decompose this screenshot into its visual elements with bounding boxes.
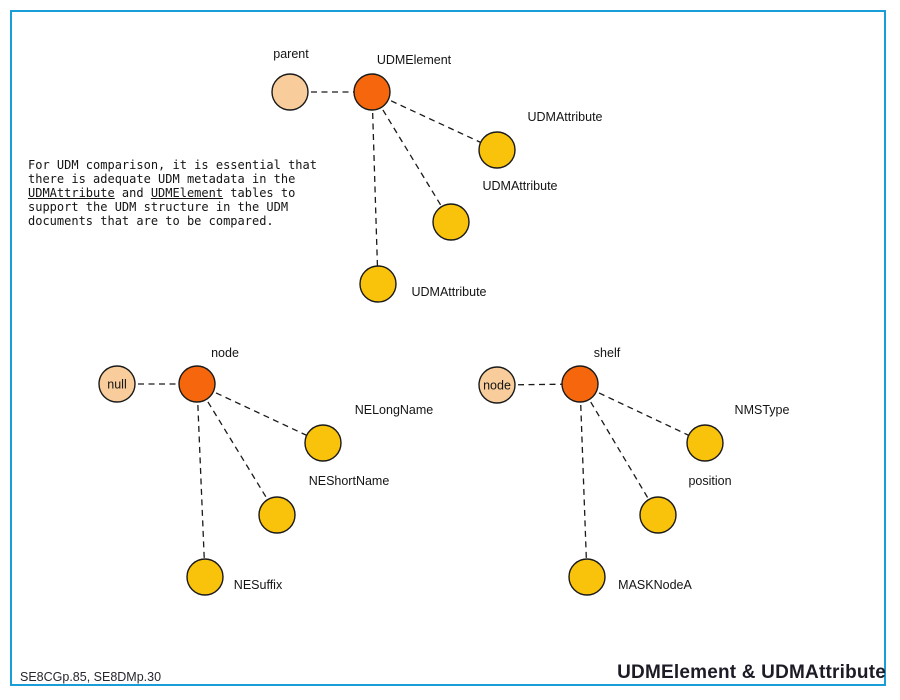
description-text: For UDM comparison, it is essential that…: [28, 158, 317, 228]
node-satellite-node-0: [304, 424, 342, 462]
shelf-satellite-edge-2: [579, 383, 588, 578]
udmelement-satellite-label-1: UDMAttribute: [482, 179, 557, 193]
shelf-satellite-node-2: [568, 558, 606, 596]
udmelement-satellite-label-2: UDMAttribute: [411, 285, 486, 299]
shelf-satellite-edge-0: [579, 383, 706, 444]
udmelement-satellite-node-2: [359, 265, 397, 303]
udmelement-satellite-node-1: [432, 203, 470, 241]
node-hub-node: [178, 365, 216, 403]
udmelement-satellite-label-0: UDMAttribute: [527, 110, 602, 124]
shelf-hub-label: shelf: [594, 346, 621, 360]
udmelement-parent-label: parent: [273, 47, 309, 61]
node-satellite-edge-2: [196, 383, 206, 578]
shelf-satellite-node-1: [639, 496, 677, 534]
node-satellite-label-0: NELongName: [355, 403, 434, 417]
node-satellite-node-1: [258, 496, 296, 534]
udmelement-hub-node: [353, 73, 391, 111]
node-parent-node: [98, 365, 136, 403]
shelf-satellite-edge-1: [579, 383, 659, 516]
shelf-satellite-label-1: position: [688, 474, 731, 488]
node-satellite-edge-1: [196, 383, 278, 516]
shelf-satellite-label-2: MASKNodeA: [618, 578, 692, 592]
node-satellite-label-2: NESuffix: [234, 578, 283, 592]
node-hub-label: node: [211, 346, 239, 360]
udmelement-satellite-edge-2: [371, 91, 379, 285]
node-parent-label: null: [107, 378, 126, 392]
node-satellite-node-2: [186, 558, 224, 596]
node-satellite-label-1: NEShortName: [309, 474, 390, 488]
node-satellite-edge-0: [196, 383, 324, 444]
udmelement-hub-label: UDMElement: [377, 53, 452, 67]
shelf-parent-label: node: [483, 379, 511, 393]
page-title: UDMElement & UDMAttribute: [617, 662, 886, 683]
shelf-parent-node: [478, 366, 516, 404]
udmelement-parent-node: [271, 73, 309, 111]
page-border: [10, 10, 886, 686]
udmelement-satellite-edge-0: [371, 91, 498, 151]
footer-reference: SE8CGp.85, SE8DMp.30: [20, 670, 162, 684]
udmelement-satellite-node-0: [478, 131, 516, 169]
shelf-satellite-node-0: [686, 424, 724, 462]
shelf-hub-node: [561, 365, 599, 403]
shelf-satellite-label-0: NMSType: [735, 403, 790, 417]
udmelement-satellite-edge-1: [371, 91, 452, 223]
